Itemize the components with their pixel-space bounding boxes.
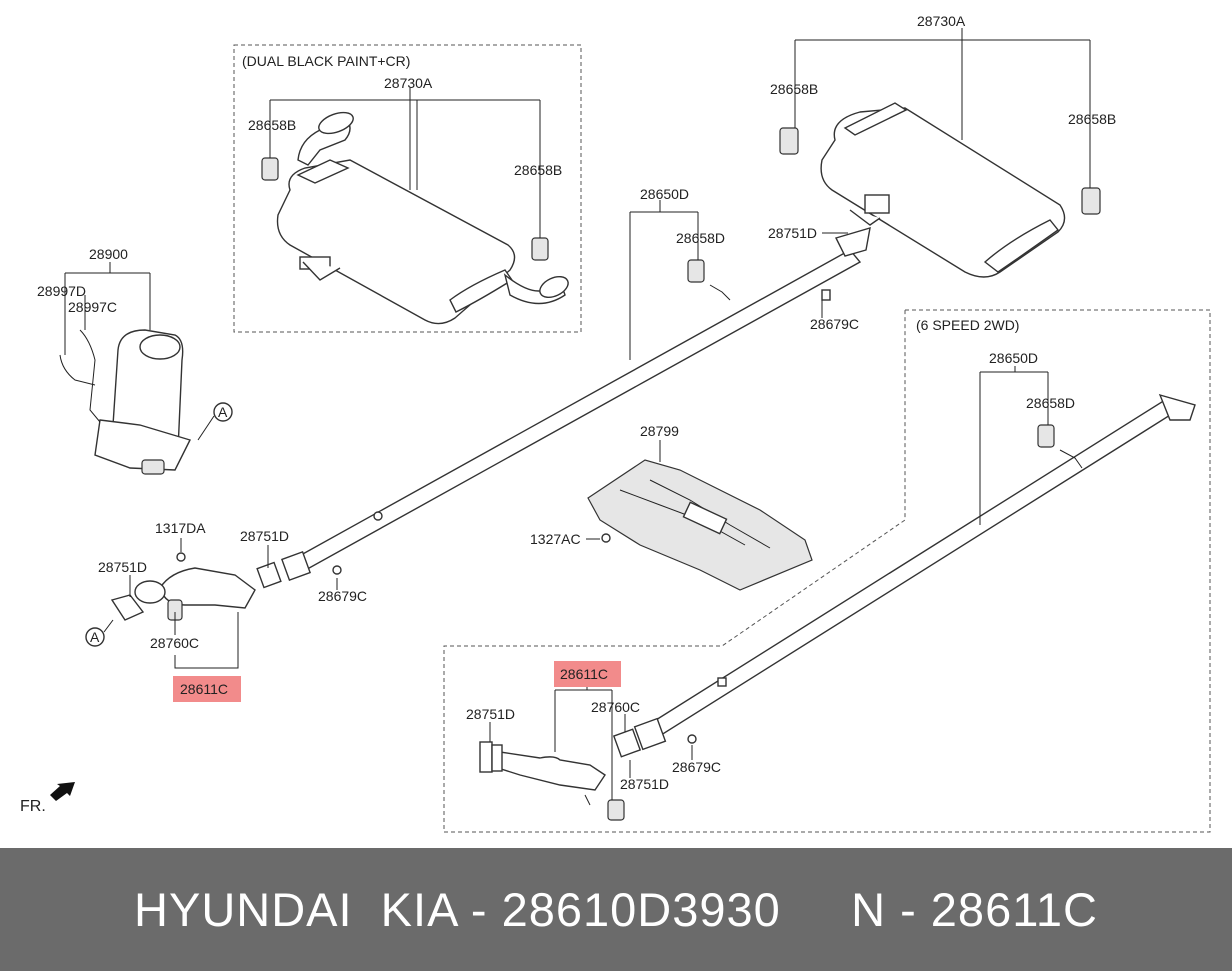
converter-assembly	[59, 329, 191, 475]
part-label-gasket-rear: 28751D	[768, 225, 817, 241]
part-label-clamp-front: 28679C	[318, 588, 367, 604]
part-label-heat-shield: 28799	[640, 423, 679, 439]
part-number-text: HYUNDAI KIA - 28610D3930 N - 28611C	[134, 883, 1098, 936]
part-label-center-hanger-alt: 28658D	[1026, 395, 1075, 411]
front-pipe-alt	[479, 717, 697, 821]
part-label-bracket-alt: 28760C	[591, 699, 640, 715]
part-label-sensor-2: 28997C	[68, 299, 117, 315]
front-pipe-alt-highlight	[554, 661, 621, 687]
part-label-muffler-main: 28730A	[917, 13, 966, 29]
part-label-hanger-a: 28658B	[248, 117, 296, 133]
part-label-clamp-rear: 28679C	[810, 316, 859, 332]
upper-variant-label: (DUAL BLACK PAINT+CR)	[242, 53, 410, 69]
front-pipe-highlight	[173, 676, 241, 702]
part-label-center-pipe-alt: 28650D	[989, 350, 1038, 366]
part-label-muffler-upper-box: 28730A	[384, 75, 433, 91]
front-direction-arrow-icon	[50, 782, 75, 801]
upper-variant-box	[233, 44, 582, 333]
part-label-front-pipe: 28611C	[180, 681, 228, 697]
part-label-converter-assy: 28900	[89, 246, 128, 262]
front-pipe	[110, 551, 342, 621]
part-label-sensor-1: 28997D	[37, 283, 86, 299]
exhaust-system-diagram: A A (DUAL BLACK PAINT+CR) (6 SPEED 2WD) …	[20, 13, 1211, 833]
ref-mark-circle-bottom	[85, 627, 105, 647]
part-label-gasket-alt-a: 28751D	[466, 706, 515, 722]
center-pipe-alt	[638, 393, 1196, 743]
part-label-front-pipe-alt: 28611C	[560, 666, 608, 682]
leader-lines	[64, 28, 1091, 800]
part-label-shield-bolt: 1327AC	[530, 531, 581, 547]
part-label-hanger-c: 28658B	[770, 81, 818, 97]
ref-mark-top: A	[218, 404, 228, 420]
part-label-gasket-front-b: 28751D	[240, 528, 289, 544]
part-label-nut: 1317DA	[155, 520, 206, 536]
heat-shield	[587, 459, 813, 591]
part-label-center-hanger: 28658D	[676, 230, 725, 246]
ref-mark-bottom: A	[90, 629, 100, 645]
part-label-center-pipe: 28650D	[640, 186, 689, 202]
part-label-hanger-b: 28658B	[514, 162, 562, 178]
part-number-banner: HYUNDAI KIA - 28610D3930 N - 28611C	[0, 848, 1232, 971]
upper-muffler	[261, 111, 569, 325]
direction-label: FR.	[20, 798, 46, 815]
lower-variant-label: (6 SPEED 2WD)	[916, 317, 1019, 333]
lower-variant-box	[443, 309, 1211, 833]
part-label-bracket-front: 28760C	[150, 635, 199, 651]
part-label-clamp-alt: 28679C	[672, 759, 721, 775]
center-pipe	[290, 227, 871, 573]
part-label-gasket-alt-b: 28751D	[620, 776, 669, 792]
part-label-gasket-front-a: 28751D	[98, 559, 147, 575]
rear-muffler	[779, 102, 1101, 278]
ref-mark-circle-top	[213, 402, 233, 422]
part-label-hanger-d: 28658B	[1068, 111, 1116, 127]
